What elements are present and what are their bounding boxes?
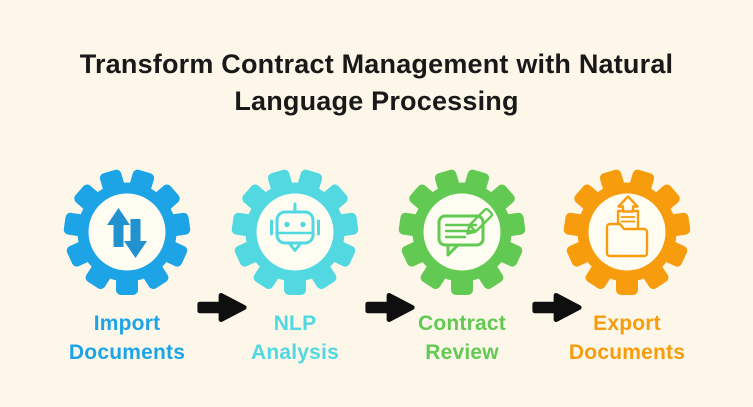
flow-arrow-icon: [197, 293, 247, 322]
robot-icon: [270, 202, 320, 252]
gear-icon: [398, 169, 526, 295]
step-label-line1: NLP: [273, 312, 317, 335]
step-nlp-analysis: NLP Analysis: [210, 167, 380, 364]
import-arrows-icon: [107, 208, 147, 258]
step-label-line2: Analysis: [251, 341, 339, 364]
step-label-line2: Review: [425, 341, 499, 364]
step-label-line1: Export: [593, 312, 661, 335]
chat-pencil-icon: [437, 207, 494, 257]
flow-arrow-icon: [365, 293, 415, 322]
gear-icon: [563, 169, 691, 295]
page-title-line1: Transform Contract Management with Natur…: [79, 49, 674, 79]
flow-arrow-icon: [532, 293, 582, 322]
gear-icon: [63, 169, 191, 295]
folder-upload-icon: [605, 195, 649, 258]
step-label-nlp-analysis: NLP Analysis: [210, 309, 380, 367]
step-label-line2: Documents: [568, 341, 686, 364]
page-title: Transform Contract Management with Natur…: [0, 46, 753, 120]
step-label-line1: Contract: [418, 312, 506, 335]
gear-icon: [231, 169, 359, 295]
page-title-line2: Language Processing: [234, 86, 519, 116]
step-label-line2: Documents: [68, 341, 186, 364]
step-label-line1: Import: [93, 312, 161, 335]
